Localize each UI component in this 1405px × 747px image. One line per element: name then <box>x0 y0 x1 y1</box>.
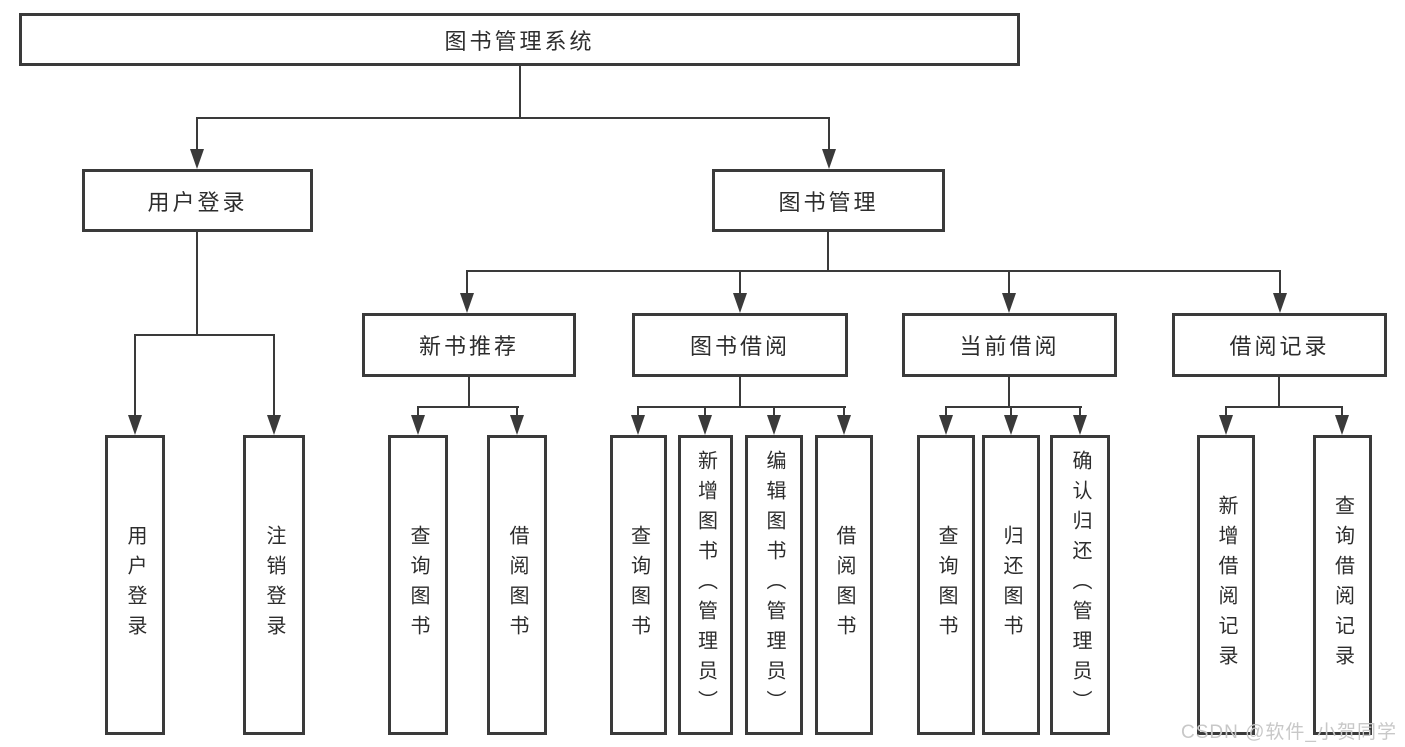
node-leaf-query-books-borrow: 查询图书 <box>610 435 667 735</box>
connector-drop-book-borrow <box>739 270 741 295</box>
arrow-new-book <box>460 293 474 313</box>
connector-drop-current-borrow <box>1008 270 1010 295</box>
connector-groupA-drop1 <box>417 406 419 417</box>
arrow-book-management <box>822 149 836 169</box>
connector-groupC-drop1 <box>945 406 947 417</box>
connector-level3-bus <box>466 270 1281 272</box>
node-leaf-query-books-current: 查询图书 <box>917 435 975 735</box>
node-leaf-borrow-books-recommend: 借阅图书 <box>487 435 547 735</box>
connector-groupB-drop3 <box>773 406 775 417</box>
arrow-book-borrow <box>733 293 747 313</box>
connector-groupA-drop2 <box>516 406 518 417</box>
connector-book-management-stem <box>827 232 829 272</box>
connector-groupB-bus <box>637 406 846 408</box>
arrow-login <box>128 415 142 435</box>
arrow-groupB-2 <box>698 415 712 435</box>
connector-groupC-bus <box>945 406 1082 408</box>
node-borrow-records: 借阅记录 <box>1172 313 1387 377</box>
arrow-groupB-3 <box>767 415 781 435</box>
csdn-watermark: CSDN @软件_小贺同学 <box>1181 722 1397 743</box>
arrow-groupA-1 <box>411 415 425 435</box>
arrow-groupC-2 <box>1004 415 1018 435</box>
connector-groupC-stem <box>1008 377 1010 408</box>
arrow-groupB-1 <box>631 415 645 435</box>
connector-groupC-drop2 <box>1010 406 1012 417</box>
node-user-login: 用户登录 <box>82 169 313 232</box>
node-new-book-recommend: 新书推荐 <box>362 313 576 377</box>
node-current-borrow: 当前借阅 <box>902 313 1117 377</box>
connector-drop-book-management <box>828 117 830 150</box>
connector-groupD-drop2 <box>1341 406 1343 417</box>
connector-groupB-drop4 <box>843 406 845 417</box>
arrow-logout <box>267 415 281 435</box>
arrow-borrow-records <box>1273 293 1287 313</box>
node-leaf-borrow-books: 借阅图书 <box>815 435 873 735</box>
node-leaf-return-books: 归还图书 <box>982 435 1040 735</box>
node-leaf-edit-books-admin: 编辑图书（管理员） <box>745 435 803 735</box>
arrow-current-borrow <box>1002 293 1016 313</box>
node-book-borrow: 图书借阅 <box>632 313 848 377</box>
connector-groupD-stem <box>1278 377 1280 408</box>
connector-groupD-drop1 <box>1225 406 1227 417</box>
connector-level2-bus <box>196 117 830 119</box>
node-book-management-system: 图书管理系统 <box>19 13 1020 66</box>
connector-groupB-drop1 <box>637 406 639 417</box>
connector-user-login-stem <box>196 232 198 336</box>
connector-groupB-stem <box>739 377 741 408</box>
node-leaf-add-borrow-record: 新增借阅记录 <box>1197 435 1255 735</box>
connector-groupA-bus <box>417 406 519 408</box>
arrow-groupC-1 <box>939 415 953 435</box>
connector-drop-borrow-records <box>1279 270 1281 295</box>
connector-groupA-stem <box>468 377 470 408</box>
node-book-management: 图书管理 <box>712 169 945 232</box>
connector-root-stem <box>519 66 521 118</box>
node-leaf-add-books-admin: 新增图书（管理员） <box>678 435 733 735</box>
node-leaf-logout: 注销登录 <box>243 435 305 735</box>
connector-groupD-bus <box>1225 406 1343 408</box>
connector-groupC-drop3 <box>1079 406 1081 417</box>
node-leaf-query-books-recommend: 查询图书 <box>388 435 448 735</box>
node-leaf-user-login: 用户登录 <box>105 435 165 735</box>
arrow-groupA-2 <box>510 415 524 435</box>
arrow-user-login <box>190 149 204 169</box>
arrow-groupB-4 <box>837 415 851 435</box>
arrow-groupC-3 <box>1073 415 1087 435</box>
connector-drop-login <box>134 334 136 416</box>
connector-drop-new-book <box>466 270 468 295</box>
connector-user-login-bus <box>134 334 275 336</box>
arrow-groupD-1 <box>1219 415 1233 435</box>
arrow-groupD-2 <box>1335 415 1349 435</box>
connector-drop-logout <box>273 334 275 416</box>
connector-groupB-drop2 <box>704 406 706 417</box>
node-leaf-query-borrow-record: 查询借阅记录 <box>1313 435 1372 735</box>
node-leaf-confirm-return-admin: 确认归还（管理员） <box>1050 435 1110 735</box>
connector-drop-user-login <box>196 117 198 150</box>
